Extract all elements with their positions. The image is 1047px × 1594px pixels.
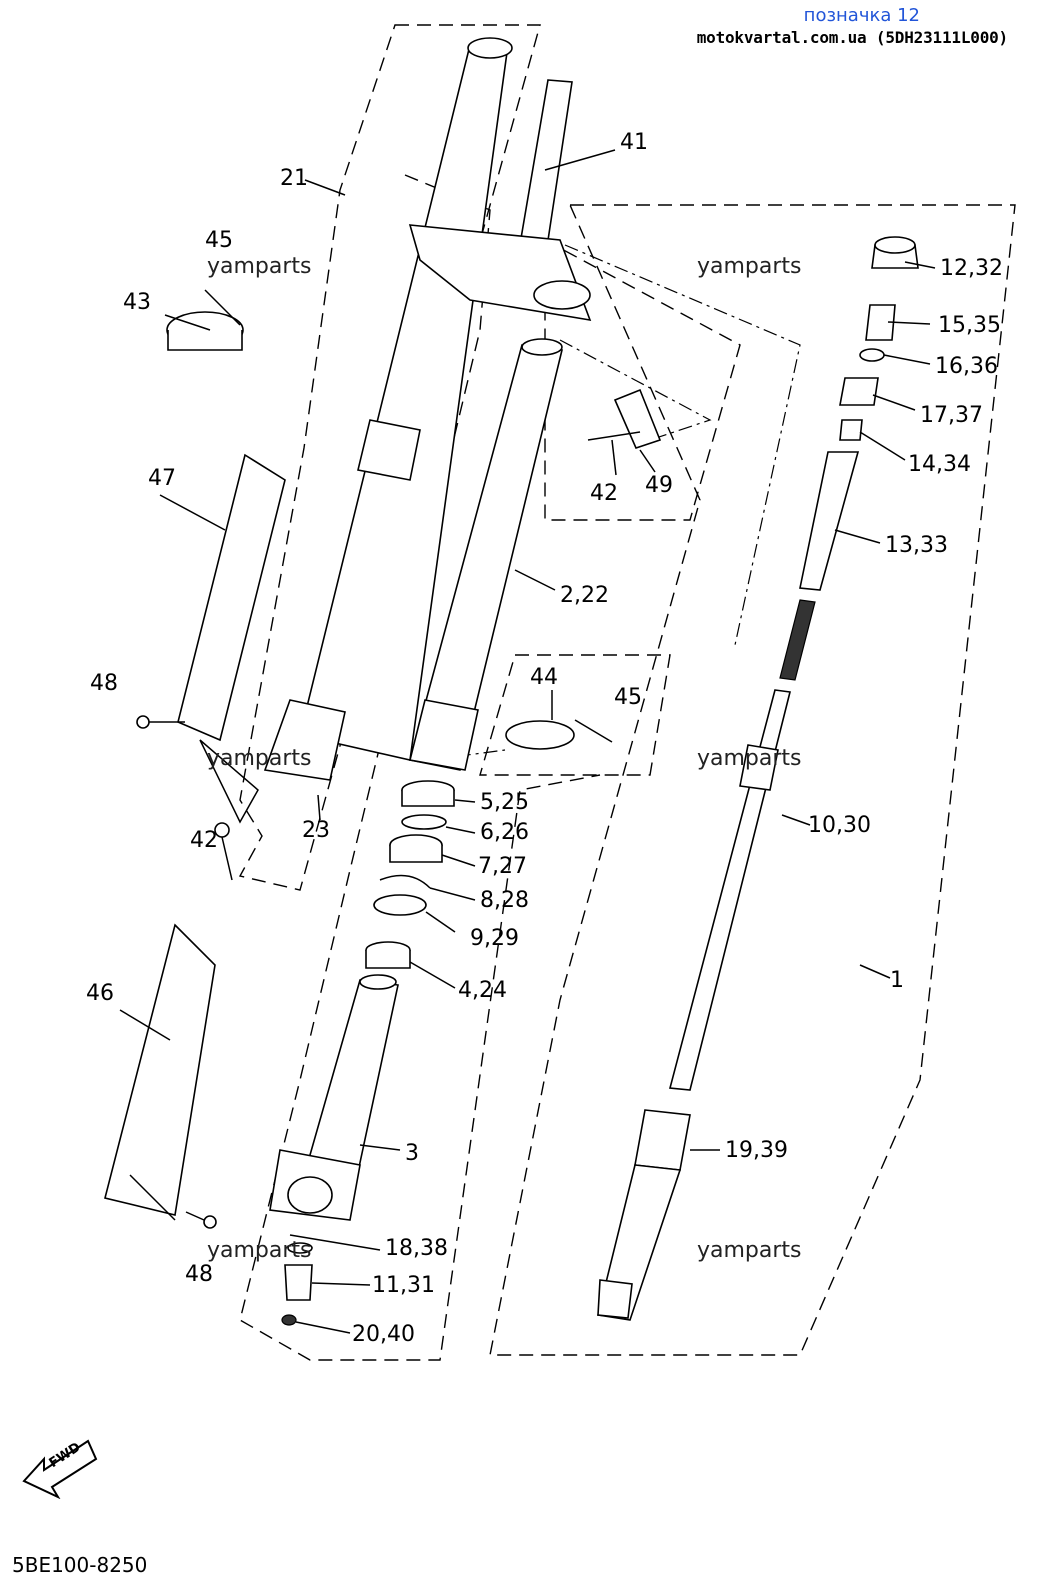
callout-5-25: 5,25 [480, 790, 529, 815]
callout-42-upper: 42 [590, 481, 618, 506]
fork-guard-47 [177, 453, 286, 742]
callout-43: 43 [123, 290, 151, 315]
callout-41: 41 [620, 130, 648, 155]
callout-14-34: 14,34 [908, 452, 971, 477]
watermark-5: yamparts [207, 1238, 312, 1263]
callout-48-lower: 48 [185, 1262, 213, 1287]
fwd-arrow-icon [22, 1439, 98, 1499]
callout-11-31: 11,31 [372, 1273, 435, 1298]
watermark-4: yamparts [697, 746, 802, 771]
callout-2-22: 2,22 [560, 583, 609, 608]
guard-bracket-outline [544, 238, 741, 521]
callout-18-38: 18,38 [385, 1236, 448, 1261]
damper-rod-10 [668, 689, 791, 1091]
callout-48-upper: 48 [90, 671, 118, 696]
callout-49: 49 [645, 473, 673, 498]
bolt-48-upper [136, 715, 150, 729]
callout-7-27: 7,27 [478, 854, 527, 879]
callout-19-39: 19,39 [725, 1138, 788, 1163]
callout-17-37: 17,37 [920, 403, 983, 428]
callout-23: 23 [302, 818, 330, 843]
spring-19 [634, 1109, 691, 1171]
bolt-45-upper [204, 289, 241, 326]
callout-6-26: 6,26 [480, 820, 529, 845]
spacer-13 [799, 451, 860, 591]
callout-4-24: 4,24 [458, 978, 507, 1003]
callout-9-29: 9,29 [470, 926, 519, 951]
bolt-48-lower [203, 1215, 217, 1229]
callout-46: 46 [86, 981, 114, 1006]
watermark-6: yamparts [697, 1238, 802, 1263]
callout-45-lower: 45 [614, 685, 642, 710]
callout-44: 44 [530, 665, 558, 690]
bolt-20 [281, 1314, 297, 1326]
gasket-18 [287, 1242, 313, 1254]
callout-42-lower: 42 [190, 828, 218, 853]
callout-45-upper: 45 [205, 228, 233, 253]
nut-14 [839, 419, 863, 441]
inner-tube-group-outline [239, 174, 601, 1361]
watermark-2: yamparts [697, 254, 802, 279]
collar-17 [839, 377, 879, 406]
callout-21: 21 [280, 166, 308, 191]
diagram-title: позначка 12 [803, 5, 920, 26]
diagram-code: 5BE100-8250 [12, 1553, 148, 1577]
base-valve-11 [284, 1264, 313, 1301]
callout-12-32: 12,32 [940, 256, 1003, 281]
callout-3: 3 [405, 1141, 419, 1166]
callout-16-36: 16,36 [935, 354, 998, 379]
callout-8-28: 8,28 [480, 888, 529, 913]
watermark-1: yamparts [207, 254, 312, 279]
leader-lines [119, 149, 936, 1334]
washer-6 [401, 814, 447, 830]
cartridge-group-outline [489, 204, 1016, 1356]
fork-guard-46 [104, 923, 216, 1216]
spring-15 [865, 304, 896, 341]
washer-16 [859, 348, 885, 362]
clamp-44-outline [479, 654, 671, 776]
callout-47: 47 [148, 466, 176, 491]
callout-10-30: 10,30 [808, 813, 871, 838]
bracket-49 [613, 388, 662, 449]
clip-8 [379, 874, 431, 889]
bolt-45-lower [574, 719, 613, 743]
dust-seal-9 [373, 894, 427, 916]
clamp-44 [505, 720, 575, 750]
callout-1: 1 [890, 968, 904, 993]
callout-20-40: 20,40 [352, 1322, 415, 1347]
watermark-3: yamparts [207, 746, 312, 771]
callout-15-35: 15,35 [938, 313, 1001, 338]
callout-13-33: 13,33 [885, 533, 948, 558]
diagram-source: motokvartal.com.ua (5DH23111L000) [696, 28, 1008, 47]
